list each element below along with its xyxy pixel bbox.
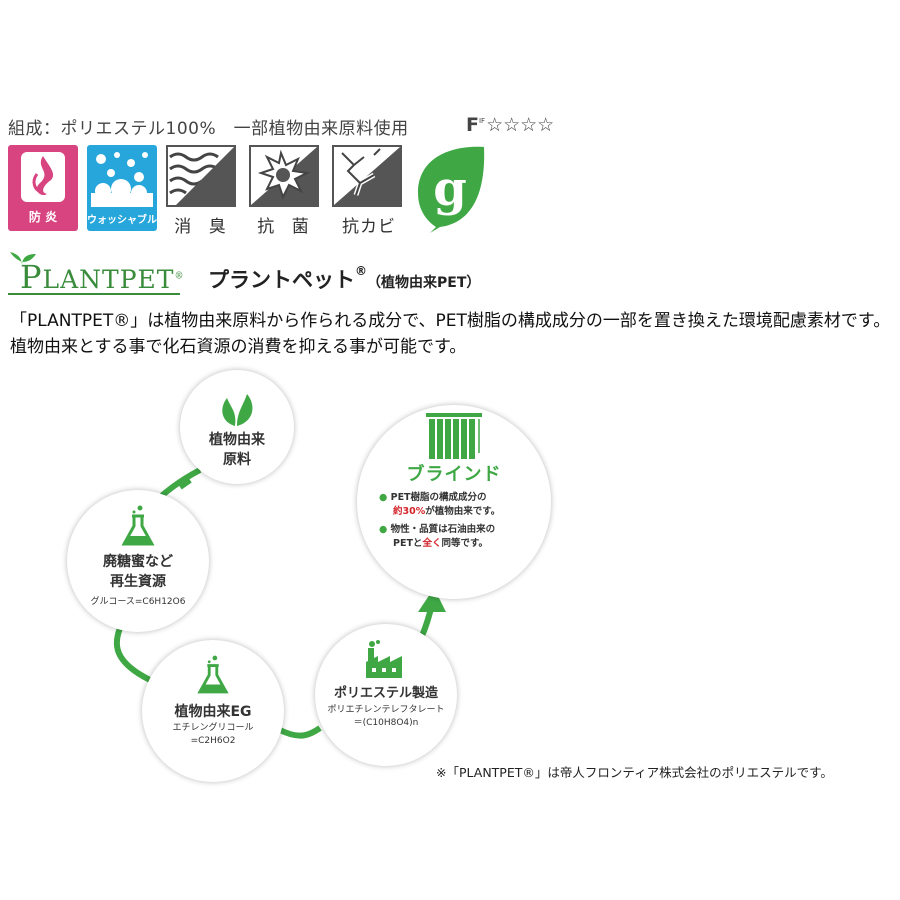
circle-blind: ブラインド ● PET樹脂の構成成分の 約30%が植物由来です。 ● 物性・品質… [357, 405, 551, 599]
blind-bullet-2: ● 物性・品質は石油由来の [379, 524, 496, 535]
plant-title-line2: 原料 [223, 452, 251, 468]
polyester-sub2: ＝(C10H8O4)n [353, 718, 419, 728]
circle-plant-eg: 植物由来EG エチレングリコール =C2H6O2 [142, 640, 284, 782]
circle-polyester: ポリエステル製造 ポリエチレンテレフタレート ＝(C10H8O4)n [315, 624, 457, 766]
eg-sub2: =C2H6O2 [190, 736, 236, 746]
plantpet-heading: プラントペット®（植物由来PET） [208, 264, 481, 292]
plant-title-line1: 植物由来 [209, 432, 265, 448]
feature-washable: ウォッシャブル [87, 145, 157, 231]
blind-bullet-1b: 約30%が植物由来です。 [393, 506, 501, 517]
antimold-icon [334, 147, 400, 205]
feature-label: 抗カビ [342, 217, 396, 237]
feature-flameproof: 防 炎 [8, 145, 78, 231]
eg-sub1: エチレングリコール [172, 723, 254, 733]
blind-icon [426, 413, 482, 459]
logo-underline [8, 293, 180, 295]
plantpet-description: 「PLANTPET®」は植物由来原料から作られる成分で、PET樹脂の構成成分の一… [10, 311, 891, 357]
feature-label: 消 臭 [174, 217, 232, 237]
eg-title: 植物由来EG [174, 704, 252, 720]
plantpet-logo: PLANTPET® [20, 258, 185, 296]
factory-icon [366, 640, 402, 678]
formaldehyde-sup: IF [478, 117, 486, 125]
sprout-icon [10, 252, 36, 266]
composition-text: 組成：ポリエステル100% 一部植物由来原料使用 [8, 119, 409, 139]
blind-bullets: ● PET樹脂の構成成分の 約30%が植物由来です。 ● 物性・品質は石油由来の… [379, 491, 529, 551]
green-leaf-g-icon: g [418, 146, 485, 233]
feature-deodorize: 消 臭 [166, 145, 240, 237]
molasses-title-line1: 廃糖蜜など [103, 554, 173, 570]
blind-bullet-2b: PETと全く同等です。 [393, 538, 489, 549]
blind-title: ブラインド [406, 464, 502, 485]
molasses-formula: グルコース=C6H12O6 [90, 597, 186, 607]
green-g-letter: g [433, 161, 467, 217]
circle-molasses: 廃糖蜜など 再生資源 グルコース=C6H12O6 [67, 490, 209, 632]
polyester-sub1: ポリエチレンテレフタレート [327, 705, 445, 715]
formaldehyde-letter: F [466, 114, 479, 136]
circle-plant-material: 植物由来 原料 [180, 370, 294, 484]
feature-green: g [412, 143, 488, 237]
flame-icon [21, 152, 65, 202]
flask-icon [121, 505, 155, 546]
molasses-title-line2: 再生資源 [110, 574, 166, 590]
blind-bullet-1: ● PET樹脂の構成成分の [379, 492, 487, 503]
formaldehyde-stars: ☆☆☆☆ [486, 114, 555, 136]
feature-antimold: 抗カビ [332, 145, 406, 237]
antibacterial-icon [251, 147, 317, 205]
feature-label: 抗 菌 [257, 217, 315, 237]
deodorize-icon [169, 147, 234, 205]
feature-label: ウォッシャブル [87, 207, 157, 226]
feature-label: 防 炎 [28, 210, 58, 224]
polyester-title: ポリエステル製造 [333, 686, 438, 701]
footnote: ※「PLANTPET®」は帝人フロンティア株式会社のポリエステルです。 [436, 765, 833, 780]
leaf-icon [222, 394, 253, 426]
bubbles-icon [91, 152, 153, 207]
flask-icon [197, 655, 229, 694]
formaldehyde-rating: FIF☆☆☆☆ [466, 114, 554, 136]
feature-antibacterial: 抗 菌 [249, 145, 323, 237]
